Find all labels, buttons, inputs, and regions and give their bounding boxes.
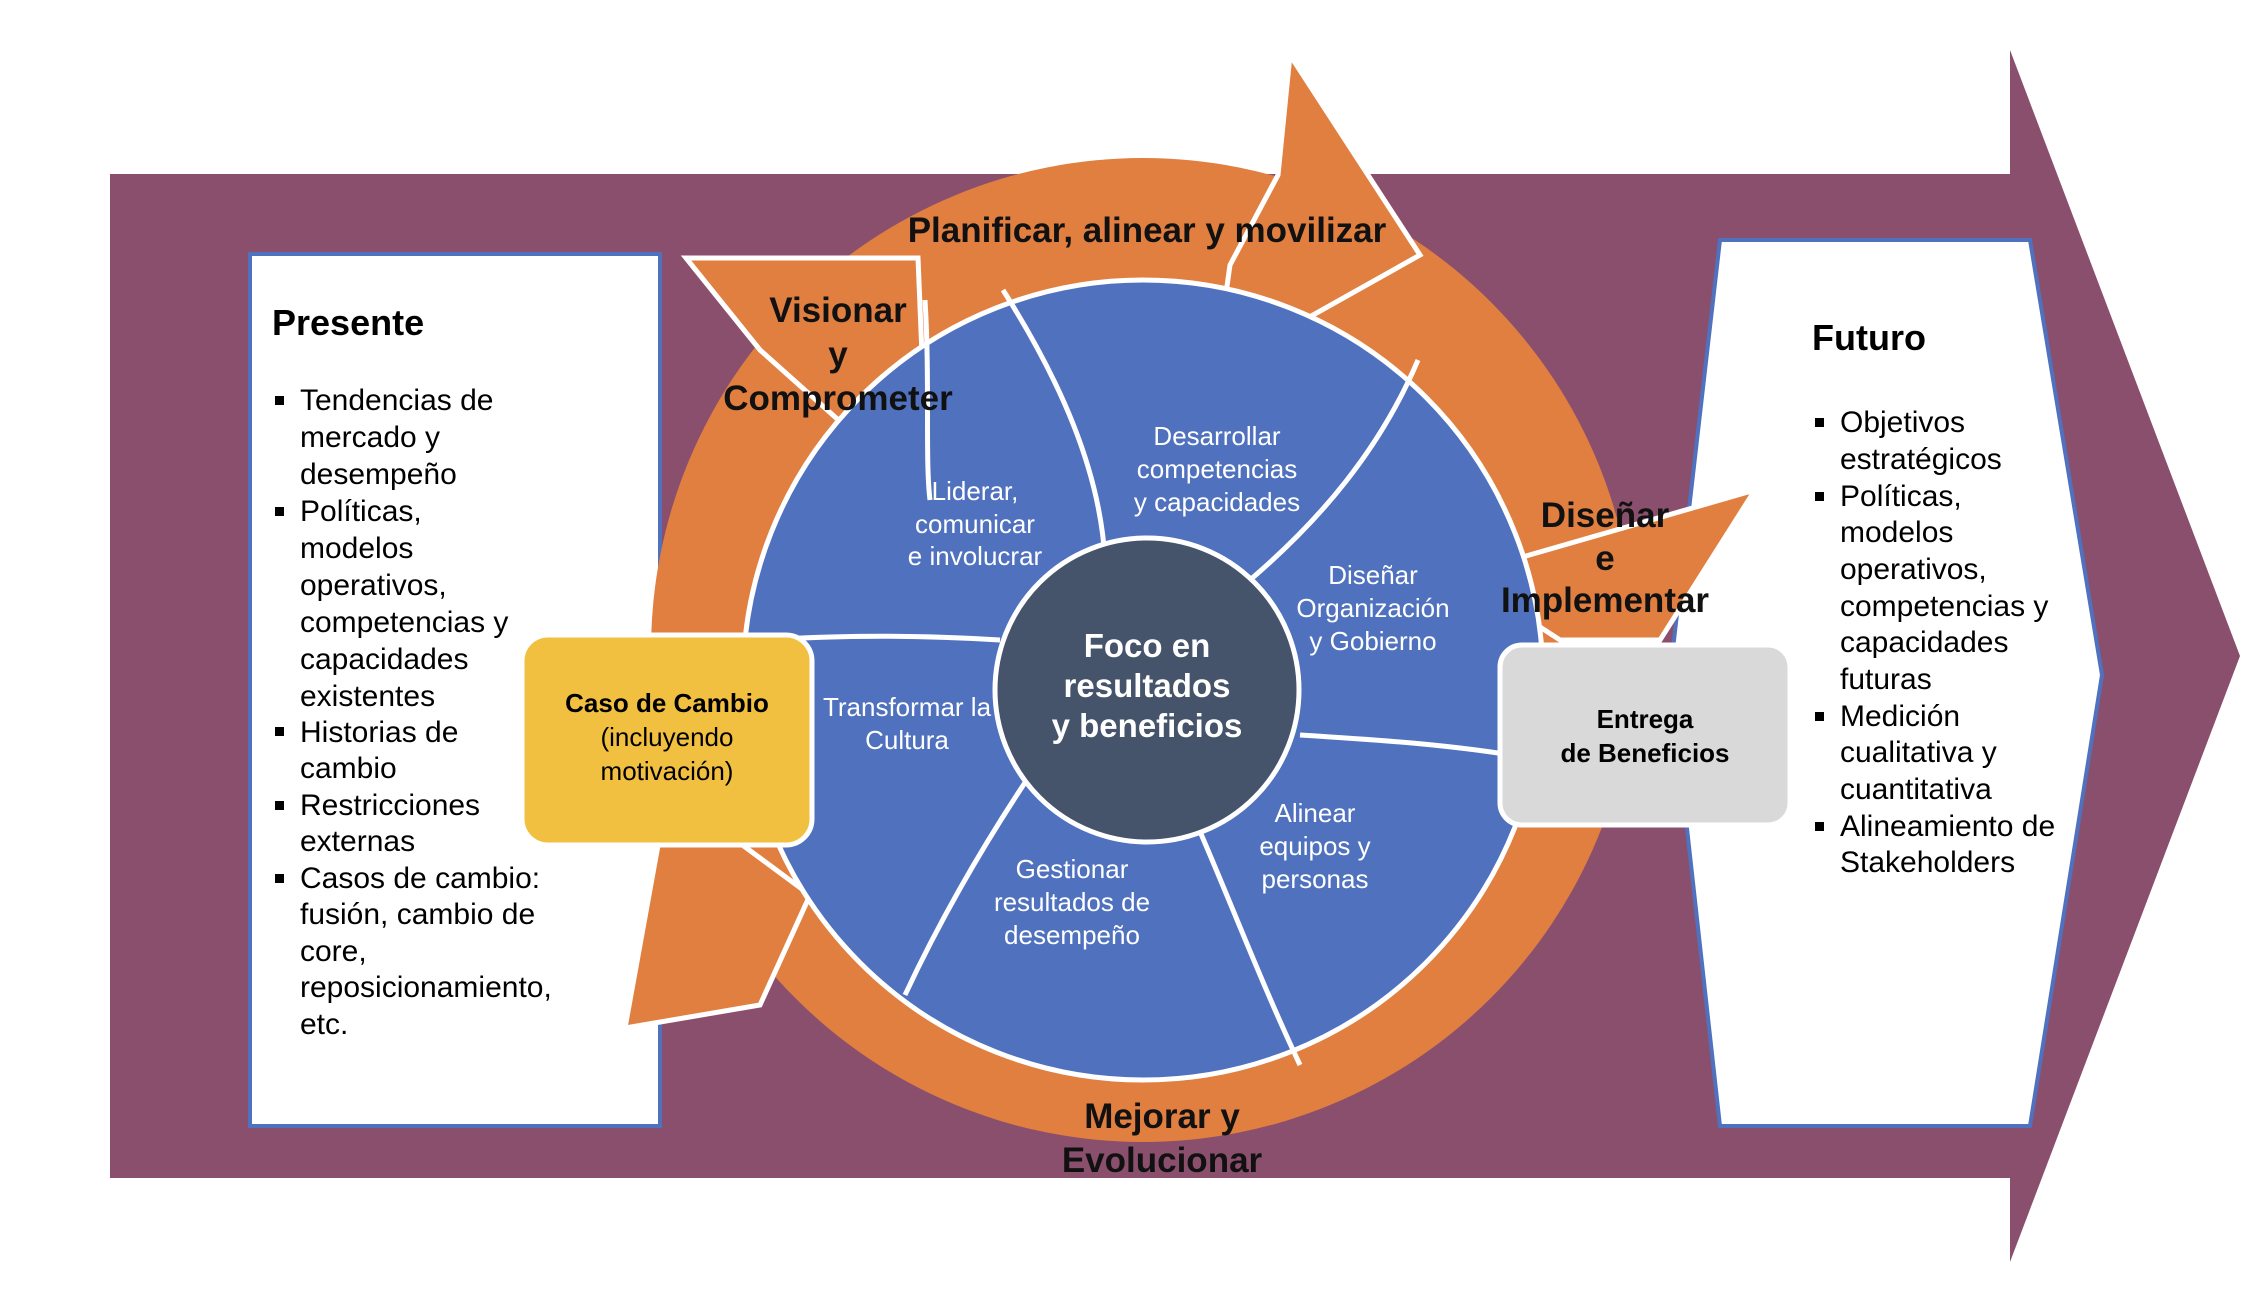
segment-design-line: Organización <box>1296 593 1449 623</box>
bullet <box>275 396 284 405</box>
segment-manage-line: resultados de <box>994 887 1150 917</box>
future-line: estratégicos <box>1840 443 2002 476</box>
benefits-delivery-box <box>1497 642 1793 828</box>
present-line: desempeño <box>300 458 457 491</box>
segment-align-line: personas <box>1262 864 1369 894</box>
phase-top-left-line: Visionar <box>769 291 907 330</box>
present-line: core, <box>300 935 367 968</box>
present-line: cambio <box>300 752 397 785</box>
present-line: Tendencias de <box>300 384 493 417</box>
segment-manage-line: desempeño <box>1004 920 1140 950</box>
bullet <box>275 507 284 516</box>
future-line: modelos <box>1840 516 1953 549</box>
bullet <box>1815 418 1824 427</box>
wheel-divider-4 <box>1192 818 1303 1067</box>
segment-culture-line: Transformar la <box>823 692 992 722</box>
phase-top-left-line: Comprometer <box>723 379 953 418</box>
future-line: Objetivos <box>1840 406 1965 439</box>
future-line: Stakeholders <box>1840 846 2015 879</box>
bullet <box>275 727 284 736</box>
phase-right-line: Implementar <box>1501 581 1709 620</box>
present-line: Políticas, <box>300 495 422 528</box>
present-title: Presente <box>272 302 424 343</box>
present-line: reposicionamiento, <box>300 971 552 1004</box>
future-line: cualitativa y <box>1840 736 1997 769</box>
present-line: Restricciones <box>300 789 480 822</box>
bullet <box>275 801 284 810</box>
segment-develop-line: competencias <box>1137 454 1297 484</box>
phase-top-left-line: y <box>828 335 848 374</box>
segment-align-line: Alinear <box>1275 798 1356 828</box>
case-of-change-sub: motivación) <box>601 756 734 786</box>
bullet <box>1815 492 1824 501</box>
present-line: existentes <box>300 680 435 713</box>
benefits-line: Entrega <box>1597 704 1694 734</box>
bullet <box>1815 712 1824 721</box>
present-line: Casos de cambio: <box>300 862 540 895</box>
bullet <box>1815 822 1824 831</box>
segment-lead-line: comunicar <box>915 509 1035 539</box>
segment-develop-line: Desarrollar <box>1153 421 1280 451</box>
segment-design-line: y Gobierno <box>1309 626 1436 656</box>
segment-develop-line: y capacidades <box>1134 487 1300 517</box>
present-line: operativos, <box>300 569 447 602</box>
phase-right-line: e <box>1595 539 1614 578</box>
center-line: Foco en <box>1084 627 1211 664</box>
future-list: Objetivos estratégicos Políticas, modelo… <box>1815 406 2055 879</box>
arrowhead-top <box>1211 47 1424 375</box>
segment-align-line: equipos y <box>1259 831 1370 861</box>
present-line: Historias de <box>300 716 458 749</box>
wheel-divider-5 <box>902 773 1033 997</box>
center-circle <box>992 535 1302 845</box>
future-line: futuras <box>1840 663 1932 696</box>
present-line: capacidades <box>300 643 468 676</box>
future-line: capacidades <box>1840 626 2008 659</box>
future-line: operativos, <box>1840 553 1987 586</box>
center-line: resultados <box>1064 667 1231 704</box>
segment-lead-line: Liderar, <box>932 476 1019 506</box>
present-line: modelos <box>300 532 413 565</box>
present-list: Tendencias de mercado y desempeño Políti… <box>275 384 552 1041</box>
future-line: competencias y <box>1840 590 2048 623</box>
segment-culture-line: Cultura <box>865 725 949 755</box>
present-line: competencias y <box>300 606 508 639</box>
present-line: mercado y <box>300 421 440 454</box>
future-line: Políticas, <box>1840 480 1962 513</box>
phase-bottom-line: Evolucionar <box>1062 1141 1263 1180</box>
bullet <box>275 874 284 883</box>
wheel-divider-2 <box>1248 359 1421 582</box>
future-line: Alineamiento de <box>1840 810 2055 843</box>
present-line: externas <box>300 825 415 858</box>
segment-manage-line: Gestionar <box>1016 854 1129 884</box>
case-of-change-title: Caso de Cambio <box>565 688 769 718</box>
future-line: Medición <box>1840 700 1960 733</box>
phase-right-line: Diseñar <box>1541 496 1670 535</box>
case-of-change-box <box>519 632 815 848</box>
center-line: y beneficios <box>1052 707 1243 744</box>
future-title: Futuro <box>1812 317 1926 358</box>
phase-top-label: Planificar, alinear y movilizar <box>908 211 1387 250</box>
benefits-line: de Beneficios <box>1560 738 1729 768</box>
wheel-divider-1 <box>1000 288 1108 561</box>
future-line: cuantitativa <box>1840 773 1992 806</box>
wheel-divider-7 <box>922 299 933 501</box>
phase-bottom-line: Mejorar y <box>1084 1097 1240 1136</box>
present-line: fusión, cambio de <box>300 898 535 931</box>
segment-lead-line: e involucrar <box>908 541 1043 571</box>
present-line: etc. <box>300 1008 348 1041</box>
case-of-change-sub: (incluyendo <box>601 722 734 752</box>
segment-design-line: Diseñar <box>1328 560 1418 590</box>
